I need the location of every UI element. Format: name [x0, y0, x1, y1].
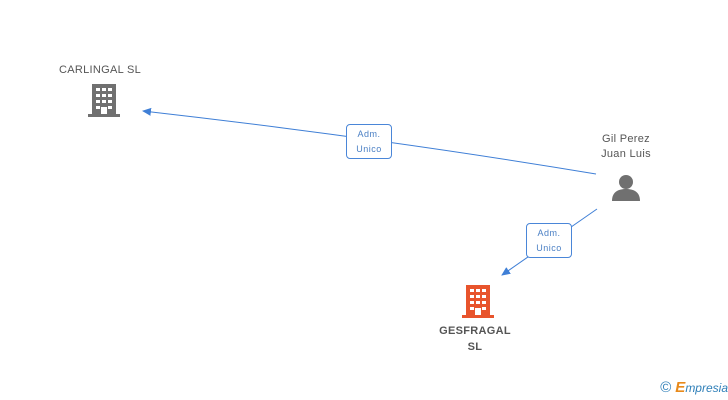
company-name: CARLINGAL SL: [58, 64, 142, 76]
role-line-1: Adm.: [537, 228, 561, 238]
node-label-gil-perez[interactable]: Gil Perez Juan Luis: [566, 132, 686, 162]
edge-label-carlingal[interactable]: Adm. Unico: [346, 124, 392, 159]
building-icon[interactable]: [462, 285, 494, 318]
role-line-2: Unico: [356, 144, 382, 154]
brand-logo: Empresia: [675, 379, 728, 396]
edge-label-gesfragal[interactable]: Adm. Unico: [526, 223, 572, 258]
company-name-line-2: SL: [467, 341, 483, 353]
node-label-gesfragal[interactable]: GESFRAGAL SL: [415, 323, 535, 355]
building-icon[interactable]: [88, 84, 120, 117]
role-line-1: Adm.: [357, 129, 381, 139]
copyright-icon: ©: [660, 379, 672, 396]
person-icon[interactable]: [612, 175, 640, 201]
role-line-2: Unico: [536, 243, 562, 253]
node-label-carlingal[interactable]: CARLINGAL SL: [40, 63, 160, 78]
person-name-line-1: Gil Perez: [602, 133, 650, 145]
footer-brand: © Empresia: [660, 379, 728, 396]
company-name-line-1: GESFRAGAL: [439, 325, 511, 337]
person-name-line-2: Juan Luis: [601, 148, 651, 160]
